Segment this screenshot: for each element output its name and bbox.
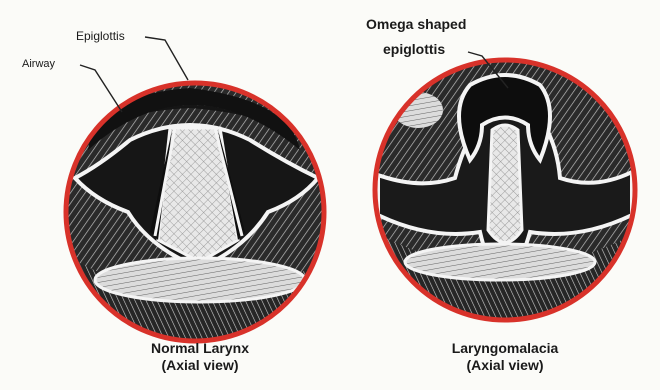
lm-collapsed-inlet [488, 125, 522, 243]
normal-caption-subtitle: (Axial view) [90, 357, 310, 374]
lm-caption: Laryngomalacia (Axial view) [395, 340, 615, 374]
airway-label: Airway [22, 57, 55, 71]
laryngomalacia-panel [370, 52, 640, 330]
lm-caption-subtitle: (Axial view) [395, 357, 615, 374]
normal-posterior-commissure [95, 258, 305, 302]
normal-larynx-panel [60, 37, 330, 350]
normal-caption-title: Normal Larynx [90, 340, 310, 357]
normal-caption: Normal Larynx (Axial view) [90, 340, 310, 374]
lm-posterior-commissure [405, 244, 595, 280]
airway-leader-line [80, 65, 122, 112]
omega-label-line1: Omega shaped [366, 15, 466, 33]
lm-caption-title: Laryngomalacia [395, 340, 615, 357]
omega-label-line2: epiglottis [383, 40, 445, 58]
epiglottis-label: Epiglottis [76, 29, 125, 43]
epiglottis-leader-line [145, 37, 188, 80]
